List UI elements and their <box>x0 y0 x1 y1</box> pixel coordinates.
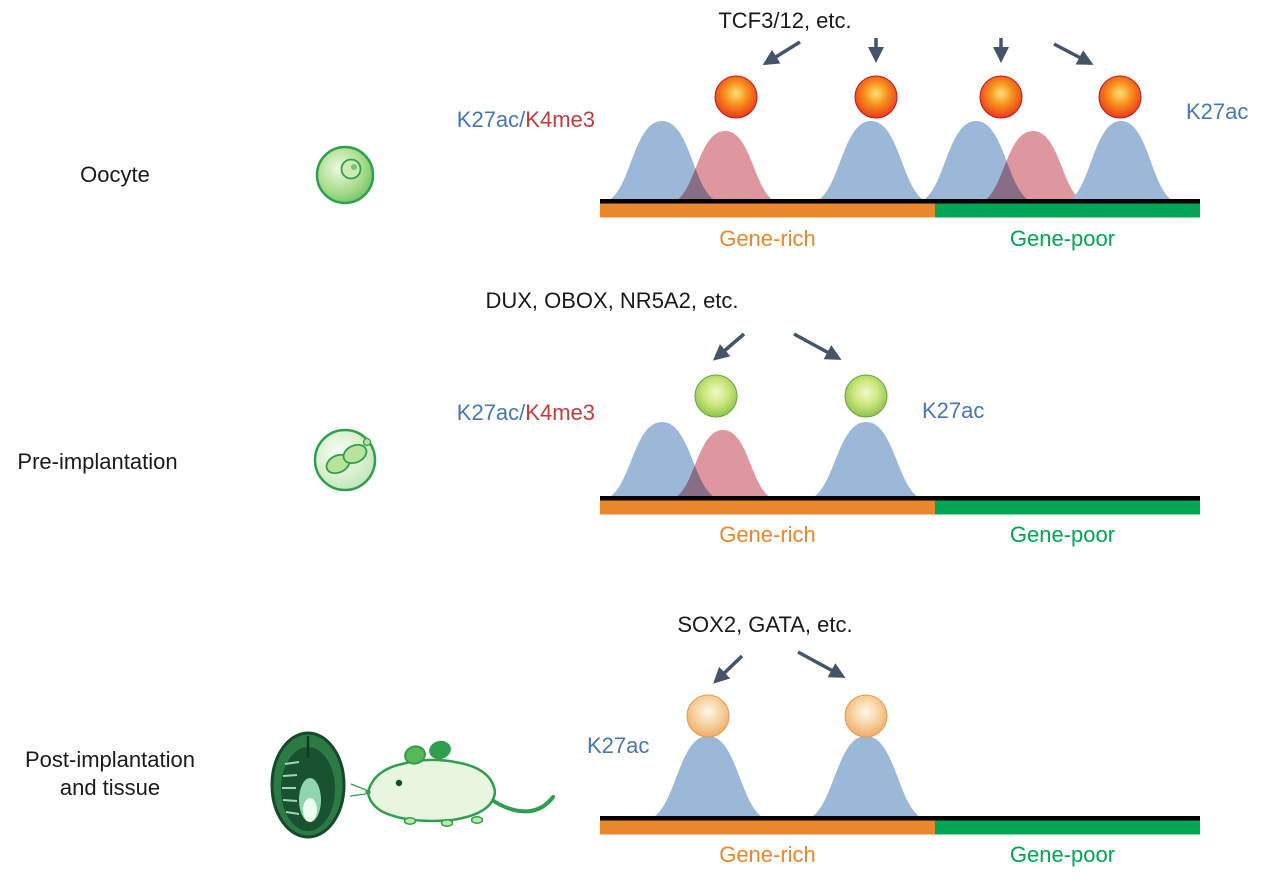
k27ac-peak <box>802 736 930 820</box>
stage-label-oocyte: Oocyte <box>80 162 150 187</box>
stage-label-postimplantation: Post-implantation and tissue <box>25 747 195 800</box>
stage-label-preimplantation: Pre-implantation <box>17 449 178 474</box>
mouse-eye <box>395 779 403 787</box>
tf-arrow <box>712 332 746 361</box>
row-postimplantation-graphics <box>270 650 1200 839</box>
k27ac-label: K27ac/ <box>456 400 526 425</box>
polar-body <box>362 437 372 447</box>
k27ac-peak <box>644 736 772 820</box>
nucleolus <box>351 164 357 170</box>
tf-arrow <box>762 40 801 66</box>
gene-poor-bar <box>935 500 1200 515</box>
mouse-feet <box>403 816 484 827</box>
gene-poor-bar <box>935 203 1200 218</box>
mouse-body <box>366 758 497 823</box>
k27ac-label-right: K27ac <box>1186 99 1249 124</box>
tf-sphere-green <box>694 374 738 418</box>
k27ac-peak <box>1061 121 1181 203</box>
k27ac-label-right: K27ac <box>922 398 985 423</box>
gene-poor-label: Gene-poor <box>1009 842 1116 867</box>
germinal-vesicle <box>340 158 362 180</box>
tf-label-preimplantation: DUX, OBOX, NR5A2, etc. <box>485 288 739 313</box>
mouse-icon <box>349 740 555 827</box>
gene-rich-bar <box>600 820 935 835</box>
tf-sphere-red <box>1098 75 1142 119</box>
row-preimplantation-graphics <box>313 332 1200 515</box>
tf-label-postimplantation: SOX2, GATA, etc. <box>677 612 853 637</box>
k27ac-label: K27ac <box>587 733 650 758</box>
tf-sphere-green <box>844 374 888 418</box>
genome-line <box>600 496 1200 501</box>
gene-poor-label: Gene-poor <box>1009 522 1116 547</box>
tf-arrow <box>797 650 846 678</box>
k4me3-label: K4me3 <box>525 400 595 425</box>
embryo-cavity-glow <box>303 798 317 822</box>
genome-line <box>600 816 1200 821</box>
tf-sphere-red <box>979 75 1023 119</box>
k27ac-peak <box>804 422 928 500</box>
oocyte-cell-icon <box>315 145 375 205</box>
gene-rich-label: Gene-rich <box>719 522 816 547</box>
tf-arrow <box>793 332 842 360</box>
embryo-stripes <box>282 761 300 815</box>
mouse-whiskers <box>349 783 367 797</box>
mouse-ear-front <box>404 745 426 765</box>
gene-rich-label: Gene-rich <box>719 226 816 251</box>
tf-arrow <box>713 654 744 684</box>
gene-rich-bar <box>600 203 935 218</box>
tf-sphere-red <box>854 75 898 119</box>
row-oocyte-graphics <box>315 38 1200 218</box>
gene-poor-bar <box>935 820 1200 835</box>
gene-poor-label: Gene-poor <box>1009 226 1116 251</box>
egg-cylinder-embryo-icon <box>270 731 346 839</box>
blastomere <box>342 443 368 465</box>
k4me3-peak <box>667 430 779 500</box>
k27ac-peak <box>809 121 933 203</box>
mouse-ear-back <box>429 740 451 760</box>
two-cell-embryo-icon <box>313 428 377 492</box>
histone-marks-label: K27ac/K4me3 <box>395 400 595 426</box>
k4me3-label: K4me3 <box>525 107 595 132</box>
k4me3-peak <box>668 131 782 203</box>
histone-marks-label: K27ac/K4me3 <box>395 107 595 133</box>
mouse-tail <box>490 795 555 814</box>
tf-sphere-orange <box>844 694 888 738</box>
tf-label-oocyte: TCF3/12, etc. <box>718 8 852 33</box>
tf-arrow <box>1053 42 1094 65</box>
tf-sphere-red <box>714 75 758 119</box>
k27ac-label: K27ac/ <box>456 107 526 132</box>
gene-rich-bar <box>600 500 935 515</box>
tf-sphere-orange <box>686 694 730 738</box>
gene-rich-label: Gene-rich <box>719 842 816 867</box>
mouse-nose <box>365 789 371 795</box>
genome-line <box>600 199 1200 204</box>
k4me3-peak <box>976 131 1090 203</box>
